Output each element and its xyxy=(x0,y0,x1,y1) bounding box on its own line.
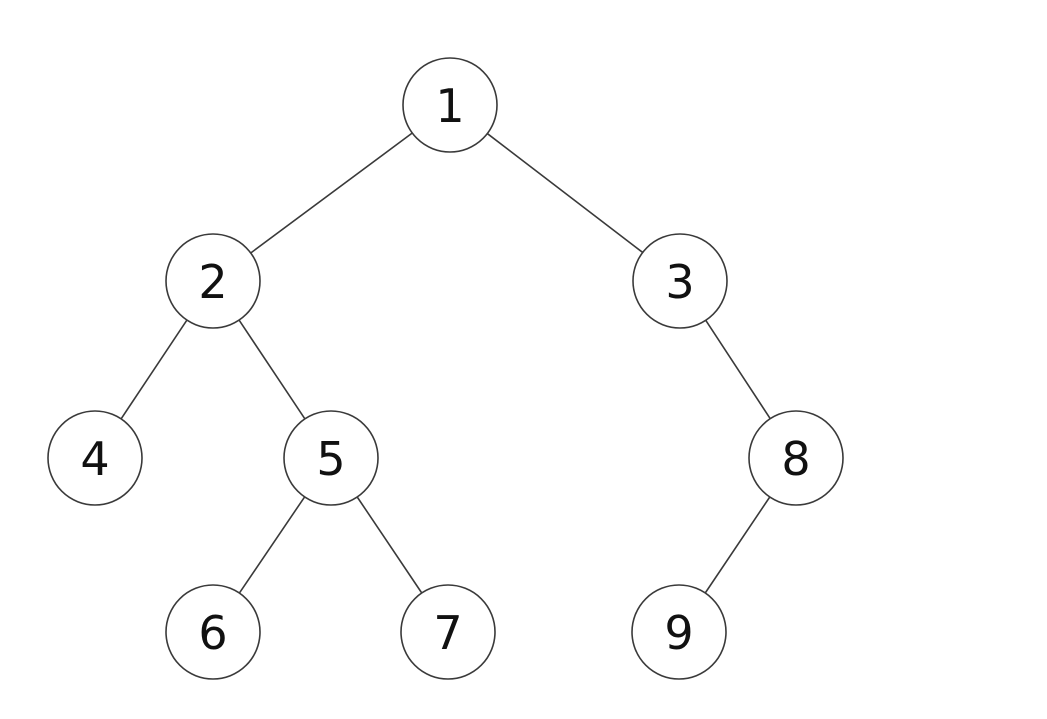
nodes-layer: 1 2 3 4 5 8 6 7 9 xyxy=(47,57,844,680)
tree-node-label-1: 1 xyxy=(435,79,464,133)
tree-node-circle-7[interactable] xyxy=(400,584,496,680)
tree-node-8[interactable]: 8 xyxy=(748,410,844,506)
edges-layer xyxy=(120,132,772,594)
tree-node-circle-2[interactable] xyxy=(165,233,261,329)
tree-node-7[interactable]: 7 xyxy=(400,584,496,680)
tree-node-circle-3[interactable] xyxy=(632,233,728,329)
tree-edge-8-9 xyxy=(704,496,771,594)
tree-node-circle-1[interactable] xyxy=(402,57,498,153)
tree-node-circle-9[interactable] xyxy=(631,584,727,680)
tree-node-label-6: 6 xyxy=(198,606,227,660)
tree-edge-5-7 xyxy=(356,496,423,594)
tree-node-label-9: 9 xyxy=(664,606,693,660)
tree-node-9[interactable]: 9 xyxy=(631,584,727,680)
tree-edge-1-2 xyxy=(249,132,414,254)
tree-node-label-8: 8 xyxy=(781,432,810,486)
tree-node-6[interactable]: 6 xyxy=(165,584,261,680)
tree-node-label-5: 5 xyxy=(316,432,345,486)
tree-node-label-4: 4 xyxy=(80,432,109,486)
tree-node-label-3: 3 xyxy=(665,255,694,309)
tree-edge-1-3 xyxy=(486,132,644,254)
tree-node-1[interactable]: 1 xyxy=(402,57,498,153)
tree-node-5[interactable]: 5 xyxy=(283,410,379,506)
tree-edge-3-8 xyxy=(704,319,772,420)
tree-node-circle-5[interactable] xyxy=(283,410,379,506)
tree-node-circle-4[interactable] xyxy=(47,410,143,506)
tree-node-2[interactable]: 2 xyxy=(165,233,261,329)
tree-node-4[interactable]: 4 xyxy=(47,410,143,506)
tree-node-3[interactable]: 3 xyxy=(632,233,728,329)
tree-edge-2-4 xyxy=(120,319,188,420)
tree-edge-2-5 xyxy=(238,319,306,420)
tree-node-circle-8[interactable] xyxy=(748,410,844,506)
tree-edge-5-6 xyxy=(238,496,306,594)
tree-node-label-7: 7 xyxy=(433,606,462,660)
tree-node-circle-6[interactable] xyxy=(165,584,261,680)
tree-node-label-2: 2 xyxy=(198,255,227,309)
